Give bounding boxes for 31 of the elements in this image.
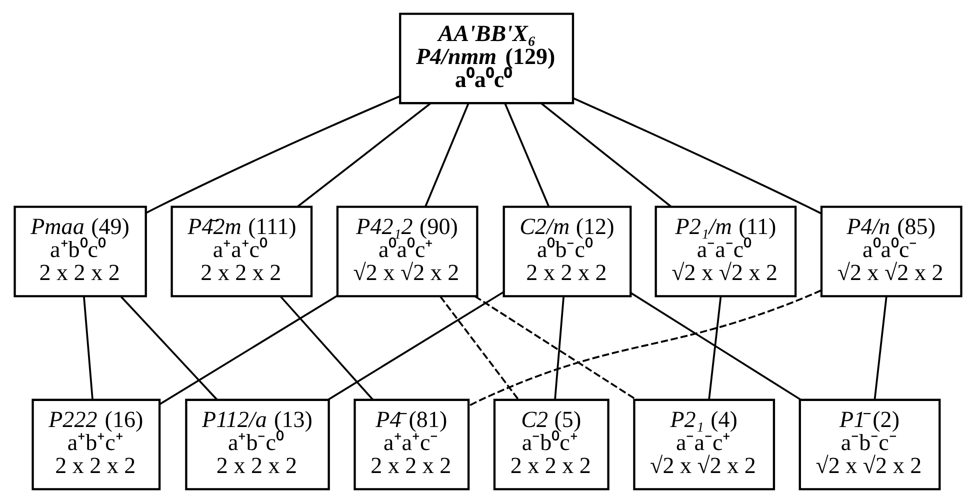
connector [440,296,520,400]
connector [468,290,822,407]
node-box: P2₁ (4) a⁻a⁻c⁺ √2 x √2 x 2 [633,398,776,490]
node-box: P4̄2m (111) a⁺a⁺c⁰ 2 x 2 x 2 [170,206,313,298]
connector [328,291,504,400]
node-box: C2 (5) a⁻b⁰c⁺ 2 x 2 x 2 [493,398,610,490]
connector [424,103,470,207]
connector [159,295,338,406]
connector [708,296,722,400]
node-box: P112/a (13) a⁺b⁻c⁰ 2 x 2 x 2 [185,398,330,490]
connector [573,98,822,214]
connector [280,296,374,400]
node-box: P2₁/m (11) a⁻a⁻c⁰ √2 x √2 x 2 [654,206,797,298]
connector [297,102,431,208]
node-box: P222 (16) a⁺b⁺c⁺ 2 x 2 x 2 [32,398,161,490]
connector [120,296,218,400]
connector [474,296,637,400]
connector [554,296,565,400]
connector [874,296,888,400]
connector [145,95,400,214]
node-box: AA'BB'X₆ P4/nmm (129) a⁰a⁰c⁰ [399,12,574,104]
node-box: Pmaa (49) a⁺b⁰c⁰ 2 x 2 x 2 [14,206,147,298]
node-box: P4/n (85) a⁰a⁰c⁻ √2 x √2 x 2 [820,206,962,298]
node-box: C2/m (12) a⁰b⁻c⁰ 2 x 2 x 2 [502,206,632,298]
connector [504,103,550,207]
connector [630,292,802,400]
connector [540,102,672,208]
connector [83,296,94,400]
node-box: P42₁2 (90) a⁰a⁰c⁺ √2 x √2 x 2 [336,206,478,298]
node-box: P4̄ (81) a⁺a⁺c⁻ 2 x 2 x 2 [354,398,470,490]
node-box: P1̄ (2) a⁻b⁻c⁻ √2 x √2 x 2 [798,398,941,490]
